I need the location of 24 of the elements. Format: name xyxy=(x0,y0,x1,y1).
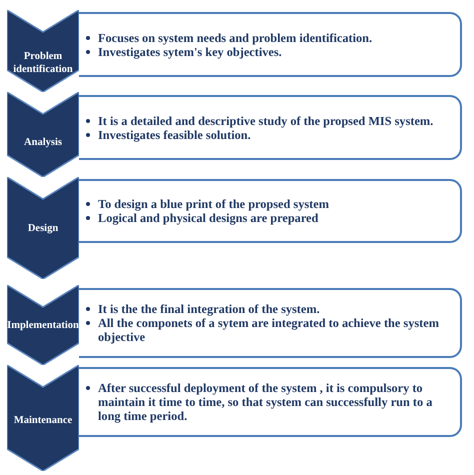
description-panel xyxy=(79,179,462,243)
step-label: Problem identification xyxy=(12,50,74,76)
bullet-text: It is a detailed and descriptive study of the propsed MIS system. xyxy=(98,114,434,128)
chevron-step xyxy=(7,365,79,471)
bullet-text: To design a blue print of the propsed system xyxy=(98,197,329,211)
step-label: Implementation xyxy=(7,319,79,332)
description-panel xyxy=(79,288,462,358)
description-panel xyxy=(79,367,462,437)
chevron-step xyxy=(7,177,79,279)
bullet-text: All the componets of a sytem are integrated to achieve the system objective xyxy=(98,316,454,344)
bullet-text: Investigates feasible solution. xyxy=(98,128,434,142)
chevron-step xyxy=(7,92,79,177)
step-label: Maintenance xyxy=(12,414,74,427)
step-label: Analysis xyxy=(23,136,63,149)
bullet-text: Investigates sytem's key objectives. xyxy=(98,44,372,58)
description-panel xyxy=(79,12,462,77)
bullet-text: After successful deployment of the system , it is compulsory to maintain it time to time, so that system can successfully run to a long time period. xyxy=(98,381,454,423)
chevron-step xyxy=(7,10,79,92)
bullet-text: Focuses on system needs and problem identification. xyxy=(98,30,372,44)
step-label: Design xyxy=(26,222,60,235)
bullet-text: Logical and physical designs are prepared xyxy=(98,211,329,225)
description-panel xyxy=(79,95,462,160)
bullet-text: It is the the final integration of the system. xyxy=(98,302,454,316)
chevron-step xyxy=(7,285,79,365)
